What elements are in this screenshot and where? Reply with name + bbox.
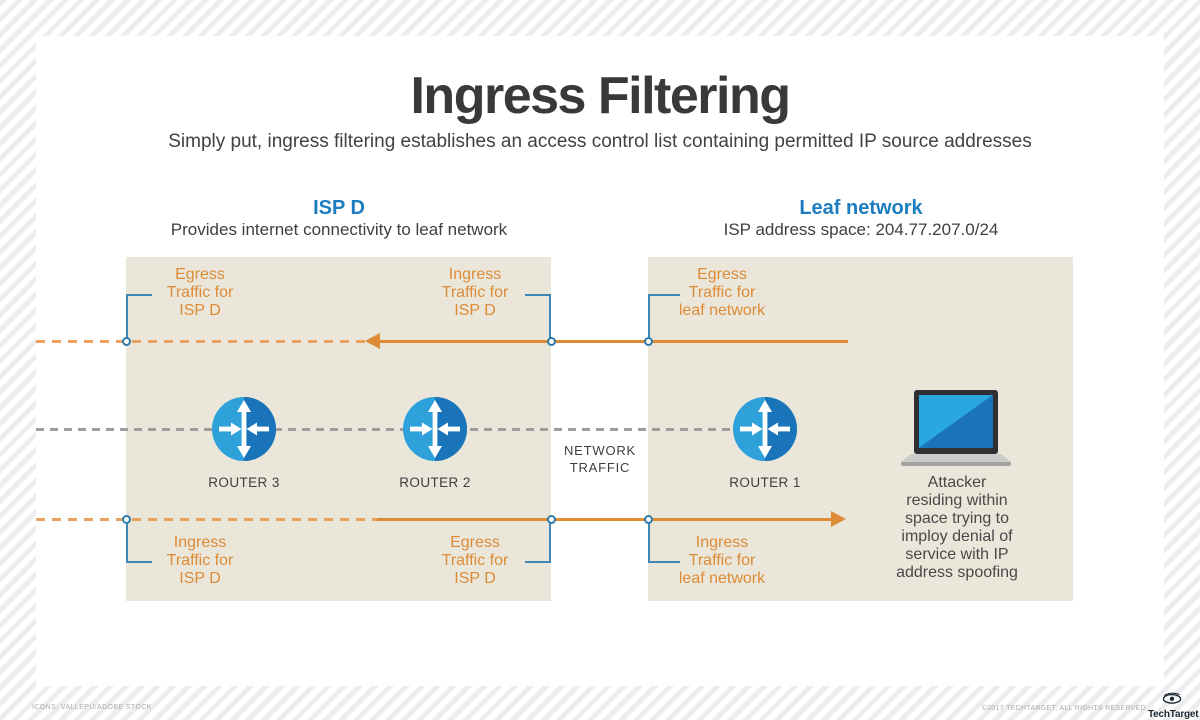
node-top-right	[644, 337, 653, 346]
top-flow-arrowhead-left	[365, 333, 380, 349]
techtarget-eye-icon	[1162, 692, 1182, 704]
techtarget-wordmark: TechTarget	[1148, 709, 1199, 720]
leaf-section-subtitle: ISP address space: 204.77.207.0/24	[723, 220, 999, 239]
label-egress-isp-d-bottom: Egress Traffic for ISP D	[441, 534, 509, 587]
label-egress-isp-d-top: Egress Traffic for ISP D	[166, 266, 234, 319]
node-bottom-left	[122, 515, 131, 524]
copyright-text: ©2017 TECHTARGET, ALL RIGHTS RESERVED	[981, 705, 1146, 712]
bracket-top-left	[126, 294, 152, 341]
page-subtitle: Simply put, ingress filtering establishe…	[168, 131, 1032, 152]
label-ingress-isp-d-bottom: Ingress Traffic for ISP D	[166, 534, 234, 587]
icon-credits: ICONS: VALLEPU/ADOBE STOCK	[32, 704, 152, 711]
bottom-flow-arrowhead-right	[831, 511, 846, 527]
isp-section-title: ISP D	[313, 197, 365, 219]
leaf-section-title: Leaf network	[799, 197, 923, 219]
router-icon	[403, 397, 467, 461]
bracket-bottom-left	[126, 519, 152, 563]
techtarget-logo: TechTarget	[1148, 691, 1199, 720]
bracket-top-middle	[525, 294, 551, 341]
top-flow-dashed-line	[36, 340, 376, 343]
node-top-left	[122, 337, 131, 346]
node-bottom-middle	[547, 515, 556, 524]
router-2-label: ROUTER 2	[399, 475, 471, 490]
bottom-flow-dashed-line	[36, 518, 377, 521]
top-flow-solid-line	[378, 340, 848, 343]
bracket-bottom-right	[648, 519, 680, 563]
label-ingress-leaf-network: Ingress Traffic for leaf network	[678, 534, 766, 587]
label-ingress-isp-d-top: Ingress Traffic for ISP D	[441, 266, 509, 319]
node-bottom-right	[644, 515, 653, 524]
router-3-label: ROUTER 3	[208, 475, 280, 490]
attacker-caption: Attacker residing within space trying to…	[896, 474, 1018, 581]
page-title: Ingress Filtering	[410, 67, 791, 125]
isp-section-subtitle: Provides internet connectivity to leaf n…	[170, 220, 508, 239]
bracket-bottom-middle	[525, 519, 551, 563]
laptop-icon	[901, 390, 1011, 466]
node-top-middle	[547, 337, 556, 346]
router-1-label: ROUTER 1	[729, 475, 801, 490]
router-icon	[733, 397, 797, 461]
router-icon	[212, 397, 276, 461]
network-traffic-label: NETWORK TRAFFIC	[563, 443, 637, 475]
label-egress-leaf-network: Egress Traffic for leaf network	[678, 266, 766, 319]
bracket-top-right	[648, 294, 680, 341]
bottom-flow-solid-line	[377, 518, 832, 521]
